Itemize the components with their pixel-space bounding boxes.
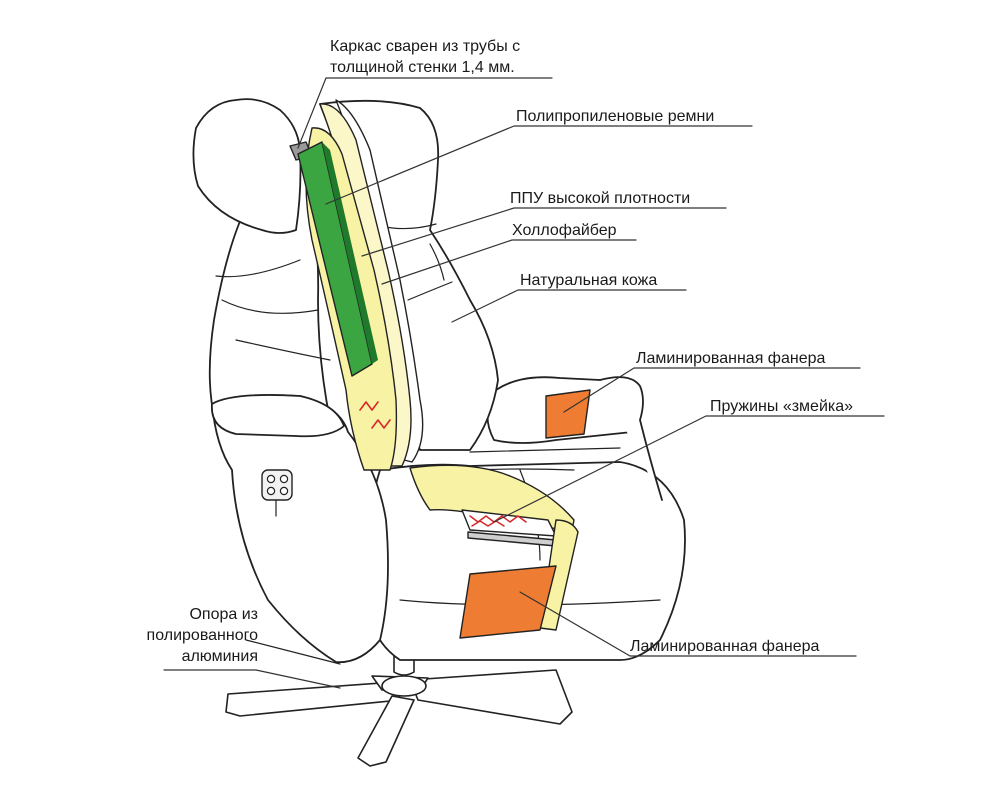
chair-shell xyxy=(192,98,686,663)
base-arm-front xyxy=(357,695,415,767)
label-base-line3: алюминия xyxy=(181,648,258,665)
left-armrest-cap xyxy=(211,394,345,438)
leader-lines xyxy=(163,77,885,689)
label-frame-line1: Каркас сварен из трубы с xyxy=(330,38,521,55)
leader-springs xyxy=(493,415,885,523)
label-springs: Пружины «змейка» xyxy=(710,398,854,415)
label-ppu-foam: ППУ высокой плотности xyxy=(510,190,691,207)
base-arm-right xyxy=(409,669,573,725)
leader-leather xyxy=(451,289,687,323)
control-remote-icon xyxy=(261,469,293,501)
seat-front-foam xyxy=(539,519,579,631)
base-hub xyxy=(381,675,427,697)
belts-edge xyxy=(322,142,378,364)
right-armrest-front xyxy=(599,376,663,501)
seat-foam-layer xyxy=(409,464,575,531)
label-base-line1: Опора из xyxy=(189,606,258,623)
base-arm-left xyxy=(225,681,401,717)
leader-hollofiber xyxy=(381,239,637,285)
label-leather: Натуральная кожа xyxy=(520,272,658,289)
label-base-line2: полированного xyxy=(146,627,258,644)
label-hollofiber: Холлофайбер xyxy=(512,222,617,239)
armrest-plywood xyxy=(545,389,591,439)
label-belts: Полипропиленовые ремни xyxy=(516,108,715,125)
label-plywood-arm: Ламинированная фанера xyxy=(636,350,826,367)
back-spring-1 xyxy=(359,401,379,411)
stitch-lines xyxy=(215,223,661,665)
label-frame-line2: толщиной стенки 1,4 мм. xyxy=(330,59,515,76)
leader-plywood-seat xyxy=(519,591,857,657)
backrest-cutaway xyxy=(289,99,424,471)
seat-plywood xyxy=(459,565,557,639)
leader-base xyxy=(163,669,341,689)
leader-foam xyxy=(361,207,727,257)
back-spring-2 xyxy=(371,419,391,429)
label-plywood-seat: Ламинированная фанера xyxy=(630,638,820,655)
leader-plywood-arm xyxy=(563,367,861,413)
label-frame: Каркас сварен из трубы с толщиной стенки… xyxy=(330,36,520,78)
leader-belts xyxy=(325,125,753,205)
seat-springs xyxy=(469,515,527,527)
leader-frame xyxy=(297,77,553,149)
seat-cutaway xyxy=(409,389,591,639)
headrest xyxy=(192,98,302,234)
label-base: Опора из полированного алюминия xyxy=(108,604,258,667)
